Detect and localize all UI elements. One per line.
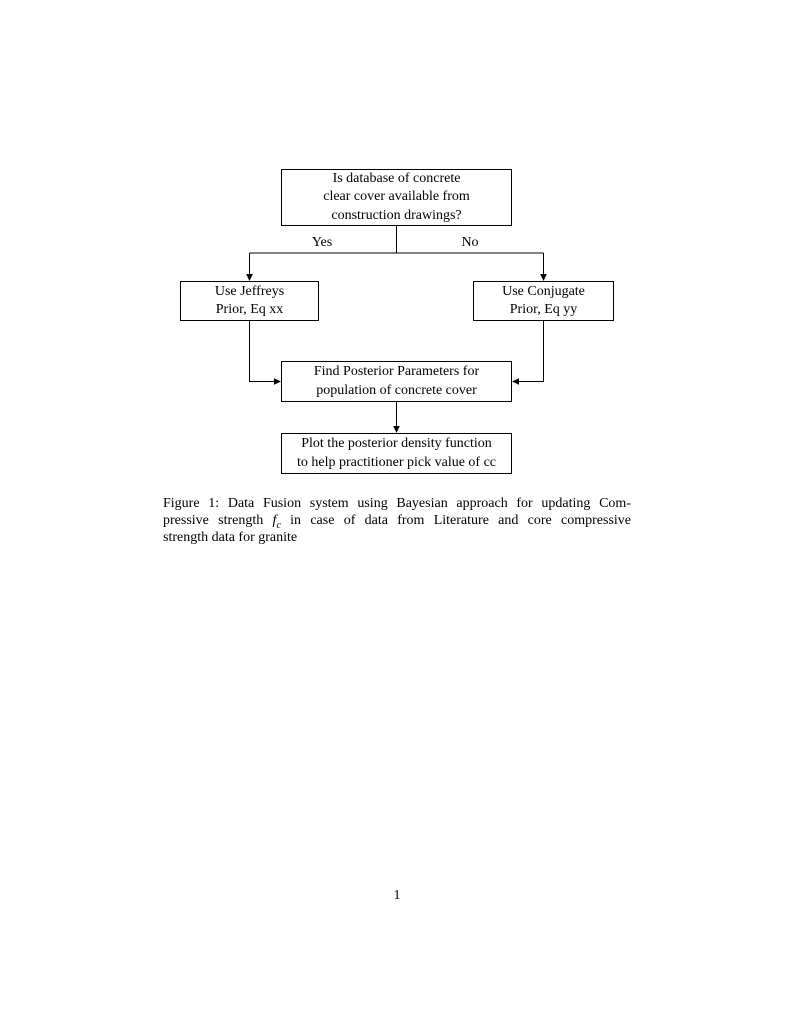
process-box-plot-posterior-density: Plot the posterior density function to h… xyxy=(281,433,512,474)
edge-conjugate-to-posterior xyxy=(518,321,544,382)
process-box-line: Plot the posterior density function xyxy=(301,436,492,451)
process-box-line: Use Jeffreys xyxy=(214,283,285,299)
decision-box-database-available: Is database of concrete clear cover avai… xyxy=(281,169,512,226)
process-box-jeffreys-prior: Use Jeffreys Prior, Eq xx xyxy=(180,281,319,321)
no-branch-label: No xyxy=(461,235,479,250)
arrowhead-yes-down xyxy=(246,274,253,281)
arrowhead-into-plot xyxy=(393,426,400,433)
arrowhead-into-posterior-right xyxy=(512,378,519,385)
process-box-line: Use Conjugate xyxy=(502,283,585,299)
caption-line-2-post: in case of data from Literature and core… xyxy=(290,513,632,529)
math-fc-subscript: c xyxy=(276,520,281,531)
caption-line-2: pressive strength fc in case of data fro… xyxy=(163,512,632,531)
math-fc-symbol: fc xyxy=(272,513,281,531)
process-box-line: to help practitioner pick value of cc xyxy=(296,454,497,470)
arrowhead-no-down xyxy=(540,274,547,281)
math-fc-var: f xyxy=(272,513,277,529)
process-box-conjugate-prior: Use Conjugate Prior, Eq yy xyxy=(473,281,614,321)
caption-line-3: strength data for granite xyxy=(163,530,298,546)
figure-caption: Figure 1: Data Fusion system using Bayes… xyxy=(163,495,631,547)
edge-jeffreys-to-posterior xyxy=(249,321,275,382)
yes-branch-label: Yes xyxy=(311,235,333,250)
arrowhead-into-posterior-left xyxy=(274,378,281,385)
decision-box-line: Is database of concrete xyxy=(332,170,461,186)
process-box-line: Prior, Eq yy xyxy=(509,302,578,317)
decision-box-line: construction drawings? xyxy=(331,207,462,223)
page-number: 1 xyxy=(393,888,401,903)
process-box-line: population of concrete cover xyxy=(316,382,477,398)
decision-box-line: clear cover available from xyxy=(323,189,470,205)
process-box-line: Find Posterior Parameters for xyxy=(313,364,480,379)
process-box-line: Prior, Eq xx xyxy=(215,302,284,317)
caption-line-1: Figure 1: Data Fusion system using Bayes… xyxy=(163,496,631,511)
process-box-find-posterior-parameters: Find Posterior Parameters for population… xyxy=(281,361,512,402)
caption-line-2-pre: pressive strength xyxy=(163,513,264,529)
